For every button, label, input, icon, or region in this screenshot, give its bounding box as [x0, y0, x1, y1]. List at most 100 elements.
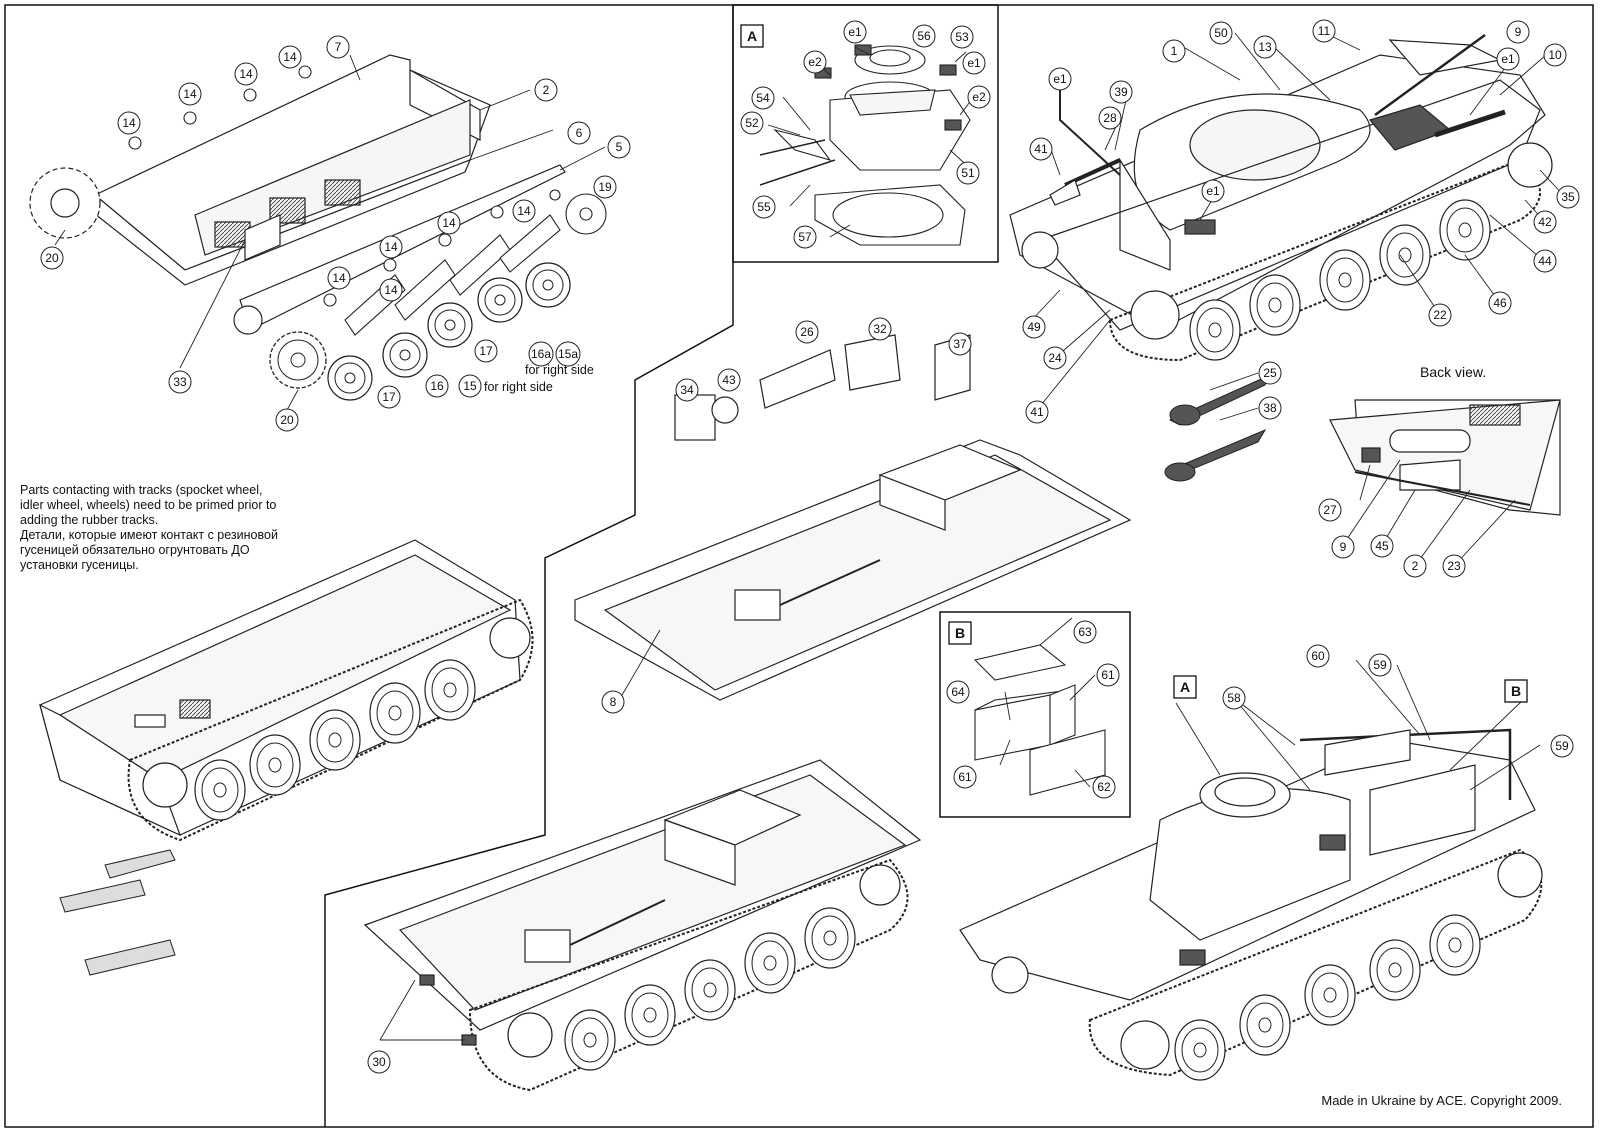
callout-e1: e1: [1048, 67, 1072, 91]
callout-24: 24: [1043, 346, 1067, 370]
svg-text:44: 44: [1538, 254, 1552, 268]
callout-14: 14: [178, 82, 202, 106]
svg-text:51: 51: [961, 166, 975, 180]
svg-text:63: 63: [1078, 625, 1092, 639]
primer-note-line: Parts contacting with tracks (spocket wh…: [20, 483, 263, 497]
svg-text:e1: e1: [1501, 52, 1515, 66]
svg-text:5: 5: [616, 140, 623, 154]
callout-57: 57: [793, 225, 817, 249]
svg-text:6: 6: [576, 126, 583, 140]
svg-text:10: 10: [1548, 48, 1562, 62]
svg-text:53: 53: [955, 30, 969, 44]
callout-13: 13: [1253, 35, 1277, 59]
callout-14: 14: [437, 211, 461, 235]
callout-e2: e2: [967, 85, 991, 109]
final-b-label: B: [1511, 683, 1521, 699]
callout-14: 14: [512, 199, 536, 223]
hull-interior-drawing: [574, 334, 1132, 701]
primer-note-line: idler wheel, wheels) need to be primed p…: [20, 498, 277, 512]
svg-text:27: 27: [1323, 503, 1337, 517]
svg-text:14: 14: [332, 271, 346, 285]
primer-note: Parts contacting with tracks (spocket wh…: [20, 483, 340, 573]
frame-labels: A B A B: [747, 28, 1528, 703]
callout-e1: e1: [962, 51, 986, 75]
callout-33: 33: [168, 370, 192, 394]
svg-text:11: 11: [1318, 24, 1331, 38]
callout-38: 38: [1258, 396, 1282, 420]
svg-text:26: 26: [800, 325, 814, 339]
svg-text:e1: e1: [1206, 184, 1220, 198]
callout-19: 19: [593, 175, 617, 199]
suspension-parts: [128, 65, 607, 401]
hull-exploded-drawing: [29, 54, 566, 335]
callout-14: 14: [379, 278, 403, 302]
callout-23: 23: [1442, 554, 1466, 578]
svg-text:46: 46: [1493, 296, 1507, 310]
callout-14: 14: [379, 235, 403, 259]
svg-text:14: 14: [239, 67, 253, 81]
callout-62: 62: [1092, 775, 1116, 799]
svg-text:e1: e1: [967, 56, 981, 70]
callout-8: 8: [601, 690, 625, 714]
callout-15: 15: [458, 374, 482, 398]
svg-text:52: 52: [745, 116, 759, 130]
svg-text:16a: 16a: [531, 347, 551, 361]
svg-text:e1: e1: [1053, 72, 1067, 86]
track-links-drawing: [59, 849, 176, 976]
callout-41: 41: [1025, 400, 1049, 424]
callout-7: 7: [326, 35, 350, 59]
callout-6: 6: [567, 121, 591, 145]
callout-16: 16: [425, 374, 449, 398]
callout-53: 53: [950, 25, 974, 49]
svg-text:57: 57: [798, 230, 812, 244]
callout-37: 37: [948, 332, 972, 356]
callout-30: 30: [367, 1050, 391, 1074]
callout-11: 11: [1312, 19, 1336, 43]
frame-a-label: A: [747, 28, 757, 44]
callout-41: 41: [1029, 137, 1053, 161]
svg-text:41: 41: [1030, 405, 1044, 419]
right-side-note-2: for right side: [484, 380, 553, 394]
callout-50: 50: [1209, 21, 1233, 45]
svg-text:39: 39: [1114, 85, 1128, 99]
frame-a-panel: [732, 4, 999, 263]
svg-text:61: 61: [1101, 668, 1115, 682]
callout-43: 43: [717, 368, 741, 392]
callout-14: 14: [278, 45, 302, 69]
callouts: 7 2 6 5 19 14 14 14 14 14 14 14 14 14 20…: [40, 19, 1580, 1074]
callout-60: 60: [1306, 644, 1330, 668]
leader-lines: [54, 32, 1566, 1041]
svg-text:14: 14: [183, 87, 197, 101]
svg-text:14: 14: [122, 116, 136, 130]
svg-text:61: 61: [958, 770, 972, 784]
svg-text:55: 55: [757, 200, 771, 214]
callout-56: 56: [912, 24, 936, 48]
primer-note-line: гусеницей обязательно огрунтовать ДО: [20, 543, 250, 557]
svg-text:37: 37: [953, 337, 967, 351]
frame-b-label: B: [955, 625, 965, 641]
primer-note-line: установки гусеницы.: [20, 558, 139, 572]
svg-text:49: 49: [1027, 320, 1041, 334]
tools-parts: [1164, 373, 1272, 482]
svg-text:33: 33: [173, 375, 187, 389]
svg-text:19: 19: [598, 180, 612, 194]
callout-22: 22: [1428, 303, 1452, 327]
svg-text:28: 28: [1103, 111, 1117, 125]
callout-45: 45: [1370, 534, 1394, 558]
back-view-drawing: [1329, 399, 1561, 516]
callout-51: 51: [956, 161, 980, 185]
svg-text:e2: e2: [972, 90, 986, 104]
svg-text:23: 23: [1447, 559, 1461, 573]
callout-42: 42: [1533, 210, 1557, 234]
svg-text:58: 58: [1227, 691, 1241, 705]
hull-with-tracks-drawing: [39, 539, 534, 842]
svg-text:25: 25: [1263, 366, 1277, 380]
svg-text:14: 14: [384, 283, 398, 297]
callout-49: 49: [1022, 315, 1046, 339]
svg-text:41: 41: [1034, 142, 1048, 156]
svg-text:38: 38: [1263, 401, 1277, 415]
callout-55: 55: [752, 195, 776, 219]
callout-58: 58: [1222, 686, 1246, 710]
svg-text:e1: e1: [848, 25, 862, 39]
